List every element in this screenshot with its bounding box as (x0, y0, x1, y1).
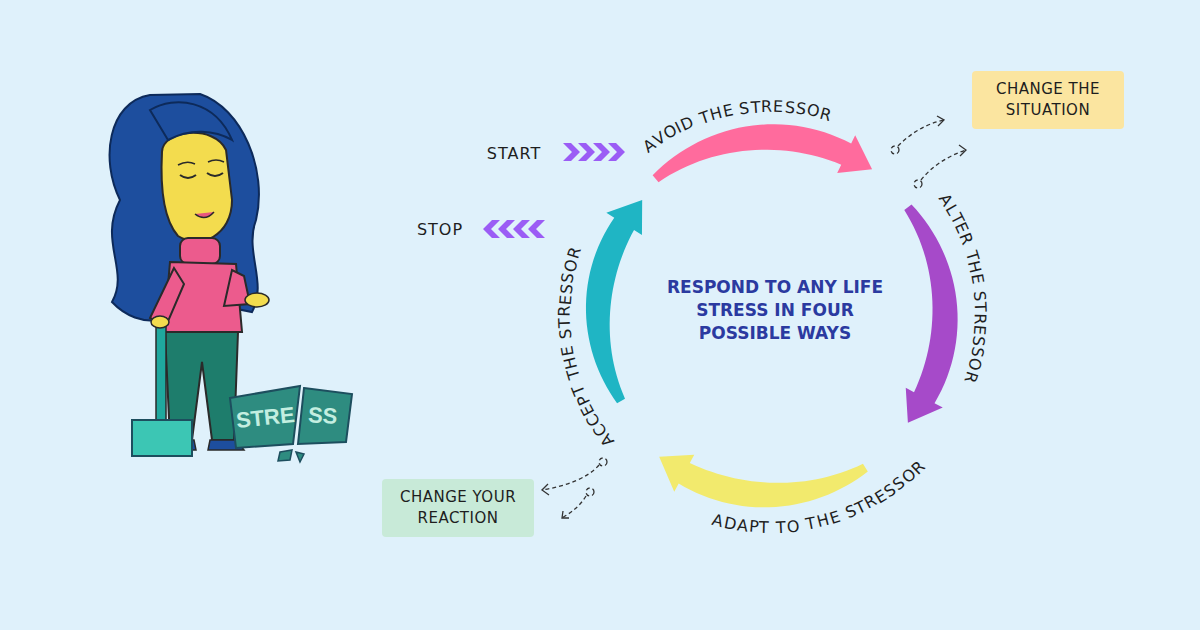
sign-piece (230, 386, 300, 448)
stop-label: STOP (417, 220, 463, 239)
stop-chevrons (483, 220, 545, 238)
broken-sign (230, 386, 352, 462)
note-text: CHANGE THE SITUATION (984, 79, 1112, 121)
arrow-label: ADAPT TO THE STRESSOR (706, 456, 931, 540)
note-text: CHANGE YOUR REACTION (394, 487, 522, 529)
note-box: CHANGE THE SITUATION (972, 71, 1124, 129)
face (162, 133, 232, 241)
cane (156, 318, 166, 424)
leader-lines (542, 120, 966, 518)
eyebrows (178, 160, 224, 165)
sign-piece (298, 388, 352, 444)
cycle-arrow (586, 200, 642, 403)
cycle-arrows (586, 124, 958, 507)
arrow-label: ACCEPT THE STRESSOR (553, 241, 619, 452)
cycle-arrow (904, 204, 957, 422)
block (132, 420, 192, 456)
arrow-label: AVOID THE STRESSOR (637, 95, 837, 158)
closed-eyes (180, 173, 223, 178)
mouth (195, 212, 214, 218)
center-title: RESPOND TO ANY LIFE STRESS IN FOUR POSSI… (655, 276, 895, 345)
fringe (150, 102, 232, 140)
collar (180, 238, 220, 264)
start-label: START (487, 144, 541, 163)
start-chevrons (563, 143, 625, 161)
note-box: CHANGE YOUR REACTION (382, 479, 534, 537)
cycle-arrow (659, 455, 868, 508)
sign-fragments (278, 450, 304, 462)
leader-heads (542, 116, 966, 518)
sign-text: SS (308, 402, 339, 430)
arrow-label: ALTER THE STRESSOR (934, 188, 992, 389)
hand (151, 316, 169, 328)
hand (245, 293, 269, 307)
